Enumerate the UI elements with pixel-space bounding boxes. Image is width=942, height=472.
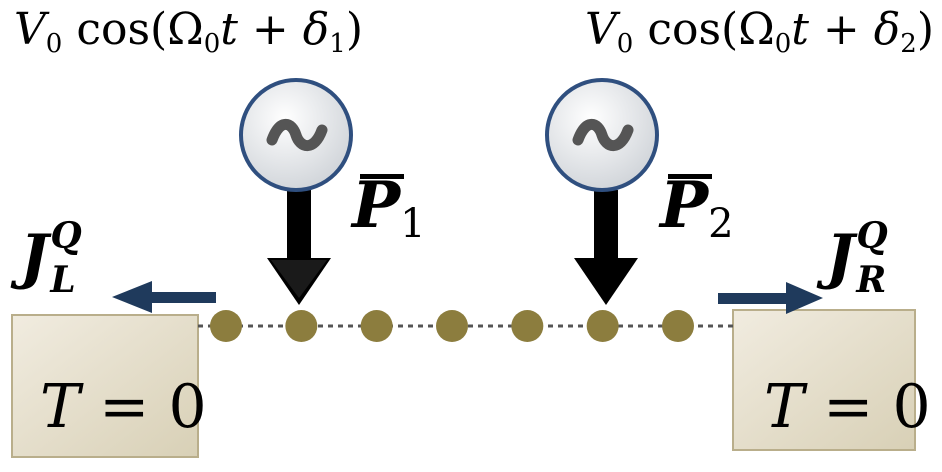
chain-site — [285, 310, 318, 342]
chain-site — [210, 310, 242, 342]
reservoir-right-temp: T = 0 — [764, 372, 931, 442]
drive-arrow-1 — [267, 190, 331, 305]
chain-site — [436, 310, 468, 342]
chain-site — [511, 310, 544, 342]
reservoir-right — [732, 309, 916, 451]
ac-source-2 — [545, 78, 659, 192]
flux-arrow-left — [112, 281, 216, 313]
source-1-label: V0 cos(Ω0t + δ1) — [14, 4, 363, 59]
reservoir-left-temp: T = 0 — [40, 372, 207, 442]
power-label-2: P2 — [660, 168, 734, 247]
chain-site — [360, 310, 393, 342]
power-label-1: P1 — [352, 168, 426, 247]
chain-site — [586, 310, 619, 342]
source-2-label: V0 cos(Ω0t + δ2) — [585, 4, 934, 59]
tilde-icon — [266, 118, 328, 152]
chain-site — [662, 310, 694, 342]
flux-arrow-right — [718, 282, 823, 314]
tilde-icon — [572, 118, 634, 152]
reservoir-left — [11, 314, 199, 458]
drive-arrow-2 — [574, 190, 638, 305]
ac-source-1 — [239, 78, 353, 192]
chain-sites — [210, 310, 694, 342]
